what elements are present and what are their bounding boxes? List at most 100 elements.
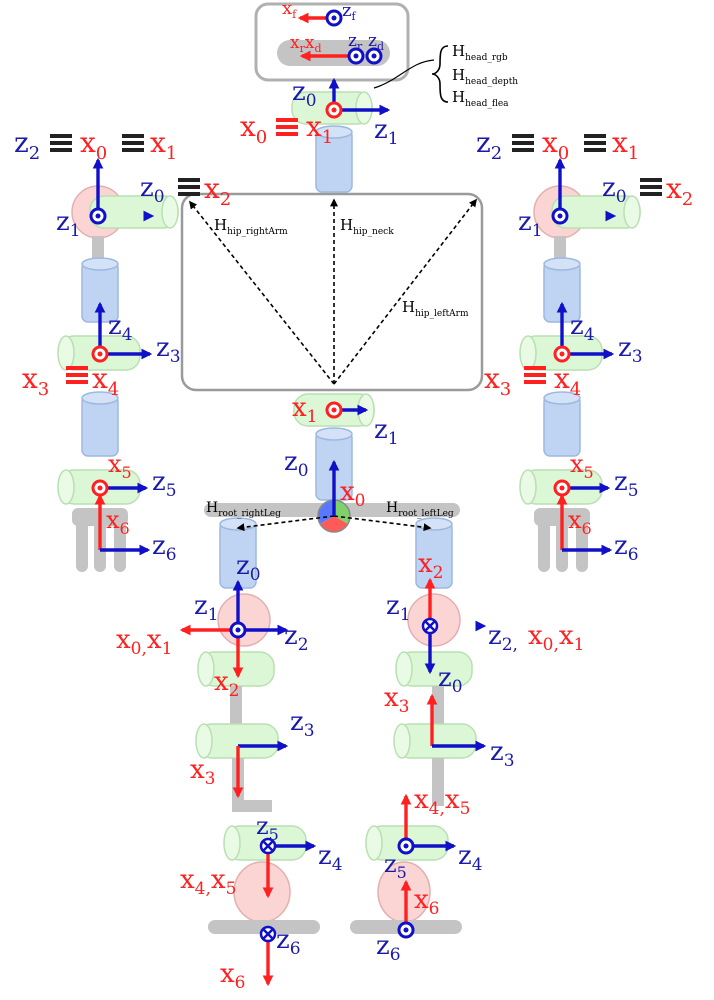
svg-text:z4: z4	[458, 841, 483, 875]
svg-text:z0: z0	[292, 77, 317, 111]
svg-text:x4,x5: x4,x5	[414, 785, 470, 819]
svg-text:z4: z4	[108, 311, 133, 345]
svg-text:x6: x6	[106, 506, 130, 538]
svg-text:x4: x4	[554, 362, 581, 400]
equiv-icon	[512, 134, 534, 152]
svg-text:z1: z1	[386, 591, 411, 625]
svg-text:x3: x3	[22, 362, 49, 400]
z-in-marker	[259, 837, 277, 855]
svg-text:z0: z0	[438, 663, 463, 697]
svg-text:z6: z6	[376, 931, 401, 965]
svg-text:z3: z3	[618, 333, 643, 367]
head-transform-labels: Hhead_rgb Hhead_depth Hhead_flea	[452, 42, 518, 109]
equiv-icon	[640, 178, 662, 196]
svg-text:Hhead_rgb: Hhead_rgb	[452, 42, 508, 63]
svg-text:x4,x5: x4,x5	[180, 865, 236, 899]
z-out-marker	[397, 837, 415, 855]
svg-text:x0,x1: x0,x1	[116, 625, 172, 659]
svg-text:xf: xf	[282, 0, 297, 21]
z-out-marker	[325, 9, 343, 27]
svg-text:z6: z6	[152, 531, 177, 565]
x-out-marker	[553, 479, 571, 497]
svg-text:z0: z0	[602, 173, 627, 207]
svg-text:x0,x1: x0,x1	[528, 621, 584, 655]
svg-text:x1: x1	[150, 126, 177, 164]
z-out-marker	[347, 47, 365, 65]
equiv-icon	[276, 118, 298, 136]
svg-text:z6: z6	[614, 531, 639, 565]
svg-text:x0: x0	[542, 126, 569, 164]
svg-text:x2: x2	[214, 667, 240, 701]
equiv-icon	[50, 134, 72, 152]
svg-text:z1: z1	[374, 415, 399, 449]
svg-text:z5: z5	[614, 467, 639, 501]
z-in-marker	[421, 617, 439, 635]
head-transform-brace	[431, 45, 449, 103]
svg-text:z1: z1	[56, 207, 81, 241]
svg-text:Hhip_leftArm: Hhip_leftArm	[402, 298, 469, 319]
svg-text:Hhip_neck: Hhip_neck	[340, 216, 394, 237]
left-leg-labels: x2 z1 z2, x0,x1 z0 x3 z3 x4,x5 z5 z4 x6 …	[376, 549, 584, 965]
hip-labels: x1 z1 z0 x0	[284, 393, 399, 511]
svg-text:z2: z2	[476, 126, 502, 164]
svg-text:z0: z0	[140, 173, 165, 207]
transform-arrows	[189, 59, 477, 532]
svg-text:zf: zf	[342, 0, 356, 23]
right-arm-labels: z2 x0 x1 z0 x2 z1 z4 z3 x3 x4 x5 z5 x6 z…	[14, 126, 231, 565]
svg-text:x0: x0	[80, 126, 107, 164]
svg-text:zr: zr	[348, 31, 363, 53]
equivalence-symbols	[50, 118, 662, 384]
svg-text:x0: x0	[240, 110, 267, 148]
svg-text:Hhead_flea: Hhead_flea	[452, 88, 509, 109]
svg-text:x2: x2	[666, 172, 693, 210]
z-in-marker	[259, 925, 277, 943]
equiv-icon	[178, 178, 200, 196]
z-out-marker	[89, 207, 107, 225]
svg-text:Hroot_leftLeg: Hroot_leftLeg	[386, 500, 454, 519]
svg-text:z3: z3	[156, 333, 181, 367]
svg-text:Hhead_depth: Hhead_depth	[452, 66, 518, 87]
svg-text:x0: x0	[340, 477, 366, 511]
x-out-marker	[91, 479, 109, 497]
equiv-icon	[584, 134, 606, 152]
svg-text:xrxd: xrxd	[290, 33, 322, 55]
svg-text:x3: x3	[384, 683, 410, 717]
svg-text:z5: z5	[256, 812, 279, 844]
svg-text:x5: x5	[570, 450, 594, 482]
svg-text:z4: z4	[570, 311, 595, 345]
svg-text:x6: x6	[414, 885, 440, 919]
joint-markers	[89, 9, 571, 943]
svg-text:x3: x3	[484, 362, 511, 400]
left-arm-labels: z2 x0 x1 z0 x2 z1 z4 z3 x3 x4 x5 z5 x6 z…	[476, 126, 693, 565]
svg-text:z0: z0	[284, 447, 309, 481]
svg-text:z2: z2	[14, 126, 40, 164]
svg-text:x5: x5	[108, 450, 132, 482]
neck-labels: z0 x0 x1 z1	[240, 77, 399, 149]
torso-box	[180, 192, 484, 392]
root-sphere	[317, 499, 351, 533]
x-out-marker	[325, 101, 343, 119]
equiv-icon	[122, 134, 144, 152]
svg-text:z3: z3	[490, 737, 515, 771]
svg-text:x1: x1	[292, 393, 318, 427]
equiv-icon	[66, 366, 88, 384]
svg-text:x6: x6	[220, 959, 246, 993]
z-out-marker	[397, 921, 415, 939]
svg-text:z6: z6	[276, 925, 301, 959]
x-out-marker	[325, 401, 343, 419]
svg-text:z5: z5	[384, 850, 407, 882]
svg-text:Hhip_rightArm: Hhip_rightArm	[214, 216, 288, 237]
z-out-marker	[229, 621, 247, 639]
svg-text:x1: x1	[306, 110, 333, 148]
svg-text:z4: z4	[318, 841, 343, 875]
svg-text:x1: x1	[612, 126, 639, 164]
svg-text:x3: x3	[190, 755, 216, 789]
head-camera-labels: xf zf xrxd zr zd	[282, 0, 384, 55]
right-leg-labels: z0 z1 z2 x0,x1 x2 z3 x3 z5 z4 x4,x5 z6 x…	[116, 551, 343, 993]
svg-text:z5: z5	[152, 467, 177, 501]
svg-text:z2: z2	[284, 621, 309, 655]
svg-text:zd: zd	[368, 31, 384, 53]
equiv-icon	[524, 366, 546, 384]
svg-text:z1: z1	[194, 591, 219, 625]
